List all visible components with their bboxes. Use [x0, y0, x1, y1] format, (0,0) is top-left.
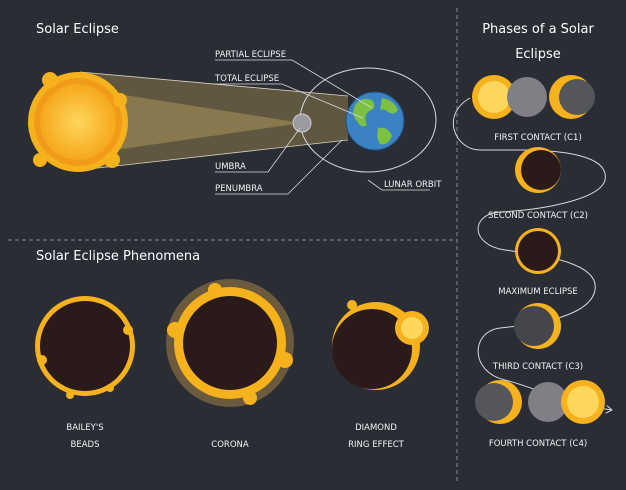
baileys-beads-illustration: [35, 296, 135, 399]
phase-c1-illustration: [472, 75, 595, 119]
label-penumbra: PENUMBRA: [215, 184, 263, 194]
label-partial-eclipse: PARTIAL ECLIPSE: [215, 50, 286, 60]
label-first-contact: FIRST CONTACT (C1): [494, 133, 582, 143]
label-total-eclipse: TOTAL ECLIPSE: [214, 74, 279, 84]
moon-illustration: [292, 113, 312, 133]
label-diamond-ring-1: DIAMOND: [355, 423, 397, 433]
label-umbra: UMBRA: [215, 162, 246, 172]
label-pointers: [215, 59, 430, 195]
label-lunar-orbit: LUNAR ORBIT: [384, 180, 442, 190]
label-baileys-beads-1: BAILEY'S: [66, 423, 103, 433]
solar-eclipse-title: Solar Eclipse: [36, 22, 119, 37]
umbra-cone: [80, 88, 302, 155]
diamond-ring-illustration: [332, 300, 429, 390]
phase-c3-illustration: [514, 303, 561, 349]
label-fourth-contact: FOURTH CONTACT (C4): [489, 439, 587, 449]
phase-path: [452, 97, 612, 410]
sun-illustration: [28, 72, 128, 172]
label-second-contact: SECOND CONTACT (C2): [488, 211, 588, 221]
phase-c2-illustration: [515, 147, 561, 193]
label-diamond-ring-2: RING EFFECT: [348, 440, 405, 450]
label-baileys-beads-2: BEADS: [71, 440, 100, 450]
phase-max-illustration: [515, 228, 561, 274]
phase-c4-illustration: [475, 380, 605, 424]
phases-title-line2: Eclipse: [515, 47, 561, 62]
label-corona: CORONA: [211, 440, 249, 450]
phenomena-title: Solar Eclipse Phenomena: [36, 249, 200, 264]
earth-illustration: [345, 91, 405, 151]
corona-illustration: [166, 279, 294, 407]
label-maximum-eclipse: MAXIMUM ECLIPSE: [498, 287, 578, 297]
phases-title-line1: Phases of a Solar: [482, 22, 594, 37]
label-third-contact: THIRD CONTACT (C3): [492, 362, 583, 372]
